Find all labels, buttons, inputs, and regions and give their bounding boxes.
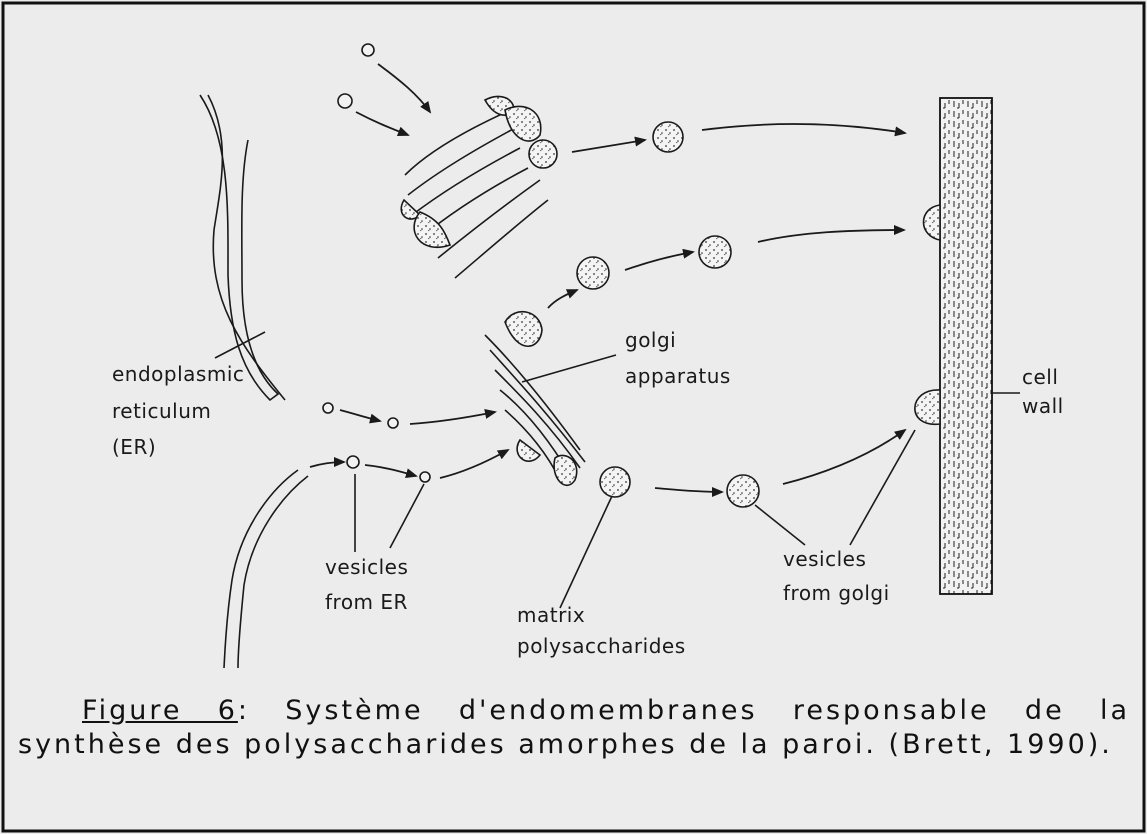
label-vesicles-golgi-line2: from golgi — [783, 581, 890, 605]
label-vesicles-golgi-line1: vesicles — [783, 547, 866, 571]
golgi-upper — [401, 96, 548, 278]
golgi-vesicle-5 — [600, 467, 630, 497]
er-vesicle-5 — [347, 456, 359, 468]
label-golgi-line2: apparatus — [625, 364, 731, 388]
er-membrane-lower — [224, 470, 308, 668]
vesicle-fusing-wall-2 — [915, 390, 940, 424]
er-membrane-upper — [200, 95, 278, 400]
golgi-vesicle-4 — [699, 236, 731, 268]
er-vesicle-4 — [388, 418, 398, 428]
golgi-vesicle-3 — [577, 257, 609, 289]
vesicle-fusing-wall-1 — [924, 205, 941, 240]
figure-caption: Figure 6: Système d'endomembranes respon… — [18, 694, 1130, 762]
label-er-line2: reticulum — [112, 399, 211, 423]
label-cell-wall-line1: cell — [1022, 365, 1058, 389]
label-cell-wall-line2: wall — [1022, 394, 1064, 418]
label-er-line1: endoplasmic — [112, 362, 244, 386]
golgi-vesicle-1 — [529, 140, 557, 168]
label-matrix-line1: matrix — [517, 603, 585, 627]
label-matrix-line2: polysaccharides — [517, 634, 686, 658]
golgi-lower — [485, 312, 585, 486]
label-vesicles-er-line1: vesicles — [325, 555, 408, 579]
label-vesicles-er-line2: from ER — [325, 590, 408, 614]
er-vesicle-6 — [420, 472, 430, 482]
figure-number: Figure 6 — [82, 695, 238, 726]
label-er-line3: (ER) — [112, 435, 156, 459]
golgi-vesicle-6 — [727, 475, 759, 507]
golgi-vesicle-2 — [653, 122, 683, 152]
label-golgi-line1: golgi — [625, 328, 676, 352]
er-vesicle-2 — [338, 94, 352, 108]
cell-wall — [940, 98, 992, 594]
er-vesicle-1 — [362, 44, 374, 56]
er-vesicle-3 — [323, 403, 333, 413]
caption-colon: : — [238, 695, 250, 726]
